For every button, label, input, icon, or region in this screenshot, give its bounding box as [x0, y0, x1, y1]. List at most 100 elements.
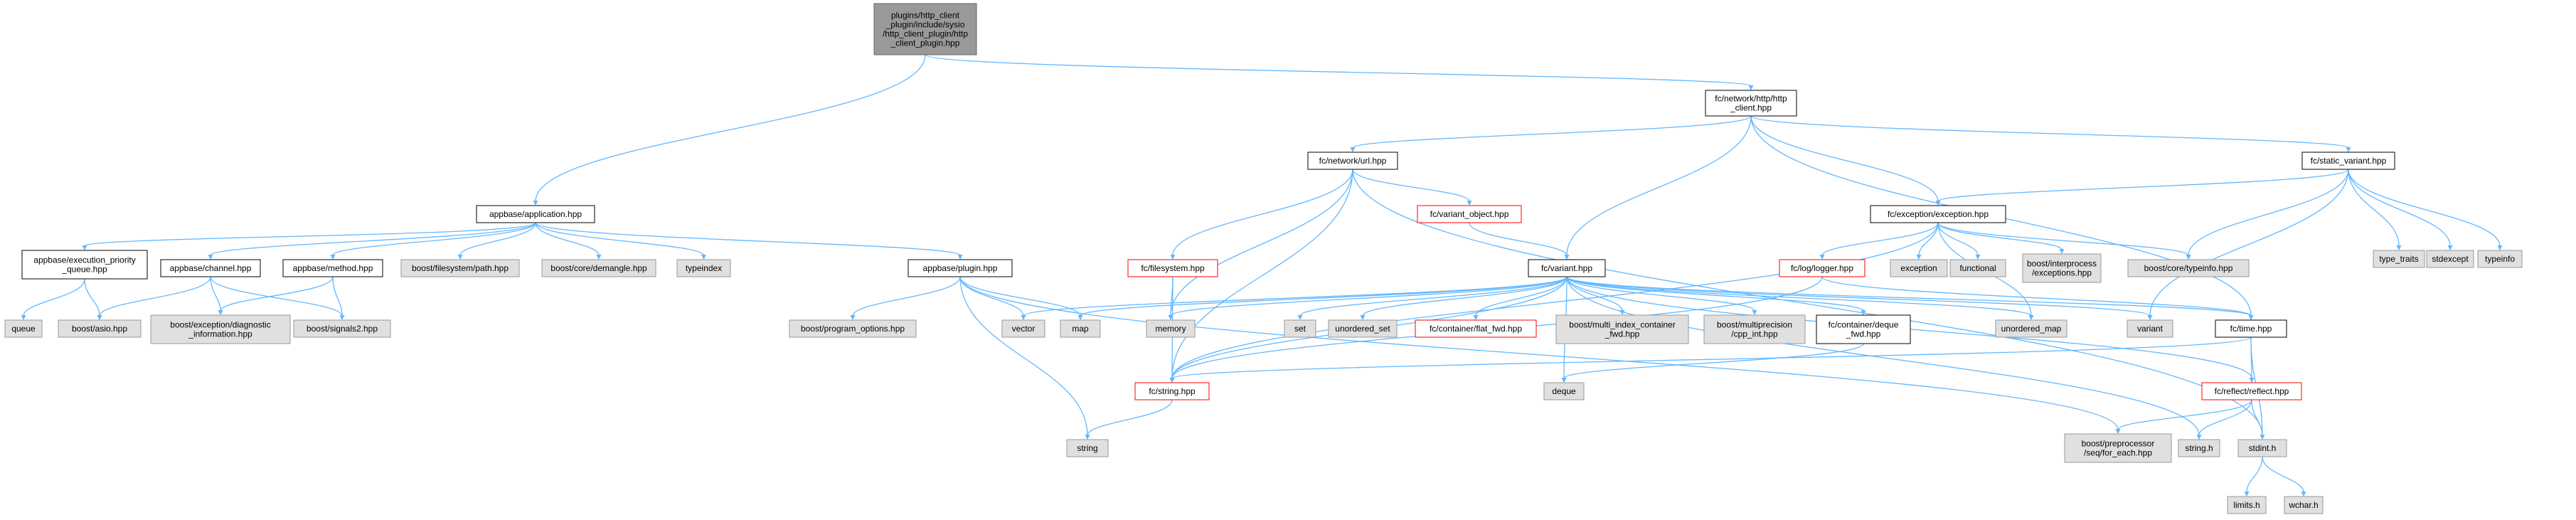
node-label: stdexcept — [2432, 254, 2469, 264]
node-exception[interactable]: fc/exception/exception.hpp — [1870, 205, 2006, 223]
arrowhead-cpp_int — [1752, 310, 1757, 315]
node-box — [1066, 439, 1109, 457]
node-for_each: boost/preprocessor/seq/for_each.hpp — [2064, 433, 2172, 463]
edge-fc_variant-to-flat_fwd — [1475, 276, 1568, 317]
node-deque_fwd[interactable]: fc/container/deque_fwd.hpp — [1816, 314, 1911, 344]
node-label: functional — [1959, 263, 1996, 273]
node-label: vector — [1012, 324, 1036, 334]
arrowhead-variant — [2147, 315, 2153, 320]
node-box — [2127, 319, 2173, 338]
node-method[interactable]: appbase/method.hpp — [282, 259, 383, 277]
node-box — [2477, 250, 2523, 268]
node-label: fc/variant_object.hpp — [1430, 209, 1509, 219]
edge-exception-to-fc_string — [1171, 222, 1939, 379]
arrowhead-plugin — [957, 255, 963, 260]
arrowhead-fc_filesystem — [1170, 255, 1176, 260]
node-queue: queue — [4, 319, 43, 338]
node-box — [160, 259, 261, 277]
node-box — [541, 259, 656, 277]
edge-plugin-to-program_options — [852, 276, 961, 317]
node-application[interactable]: appbase/application.hpp — [476, 205, 595, 223]
arrowhead-method — [330, 255, 336, 260]
node-label: queue — [11, 324, 36, 334]
edge-root-to-http_client — [925, 54, 1752, 87]
edge-fc_variant-to-memory — [1170, 276, 1568, 317]
node-label: map — [1072, 324, 1089, 334]
node-box — [1001, 319, 1045, 338]
node-label: /exceptions.hpp — [2032, 268, 2092, 278]
node-label: fc/reflect/reflect.hpp — [2215, 386, 2289, 396]
node-label: fc/log/logger.hpp — [1791, 263, 1853, 273]
arrowhead-string — [1085, 435, 1090, 440]
node-label: exception — [1900, 263, 1937, 273]
node-url[interactable]: fc/network/url.hpp — [1307, 152, 1398, 170]
arrowhead-wchar — [2301, 492, 2306, 497]
node-flat_fwd[interactable]: fc/container/flat_fwd.hpp — [1415, 319, 1537, 338]
node-label: boost/core/typeinfo.hpp — [2144, 263, 2233, 273]
node-variant_object[interactable]: fc/variant_object.hpp — [1417, 205, 1522, 223]
node-functional: functional — [1949, 259, 2006, 277]
node-plugin[interactable]: appbase/plugin.hpp — [908, 259, 1013, 277]
edge-root-to-application — [535, 54, 926, 202]
arrowhead-filesystem_path — [457, 255, 463, 260]
edge-exception-to-functional — [1937, 222, 1979, 256]
node-box — [1703, 314, 1806, 344]
node-label: unordered_set — [1335, 324, 1390, 334]
edge-channel-to-asio — [99, 276, 211, 317]
node-label: boost/signals2.hpp — [307, 324, 378, 334]
node-box — [2301, 152, 2395, 170]
node-reflect[interactable]: fc/reflect/reflect.hpp — [2201, 382, 2302, 400]
arrowhead-limits — [2244, 492, 2250, 497]
node-label: typeindex — [686, 263, 722, 273]
node-fc_time[interactable]: fc/time.hpp — [2215, 319, 2287, 338]
node-type_traits: type_traits — [2373, 250, 2425, 268]
node-logger[interactable]: fc/log/logger.hpp — [1779, 259, 1866, 277]
edge-stdint-to-wchar — [2262, 456, 2304, 493]
edge-static_variant-to-typeinfo — [2348, 169, 2501, 247]
edge-http_client-to-static_variant — [1750, 115, 2349, 149]
node-core_typeinfo: boost/core/typeinfo.hpp — [2127, 259, 2250, 277]
node-box — [1307, 152, 1398, 170]
edge-application-to-plugin — [535, 222, 961, 256]
node-fc_variant[interactable]: fc/variant.hpp — [1528, 259, 1606, 277]
node-label: _queue.hpp — [61, 265, 107, 275]
edge-http_client-to-url — [1352, 115, 1752, 149]
arrowhead-set — [1297, 315, 1303, 320]
edge-static_variant-to-exception — [1937, 169, 2349, 202]
arrowhead-memory — [1168, 315, 1173, 320]
node-fc_string[interactable]: fc/string.hpp — [1134, 382, 1210, 400]
node-label: fc/exception/exception.hpp — [1888, 209, 1989, 219]
edge-method-to-diagnostic_information — [220, 276, 334, 312]
node-box — [1134, 382, 1210, 400]
node-string: string — [1066, 439, 1109, 457]
node-box — [1816, 314, 1911, 344]
node-memory: memory — [1146, 319, 1196, 338]
node-label: fc/network/url.hpp — [1319, 156, 1387, 166]
node-http_client[interactable]: fc/network/http/http_client.hpp — [1705, 90, 1797, 117]
arrowhead-execution_priority_queue — [82, 245, 87, 250]
node-box — [1779, 259, 1866, 277]
node-label: _fwd.hpp — [1846, 329, 1881, 339]
arrowhead-deque_fwd — [1861, 310, 1866, 315]
edge-method-to-signals2 — [332, 276, 343, 317]
node-root[interactable]: plugins/http_client_plugin/include/sysio… — [873, 3, 977, 55]
node-fc_filesystem[interactable]: fc/filesystem.hpp — [1127, 259, 1218, 277]
node-interprocess_exceptions: boost/interprocess/exceptions.hpp — [2022, 253, 2102, 283]
node-box — [2215, 319, 2287, 338]
node-label: set — [1294, 324, 1306, 334]
edge-fc_variant-to-map — [1080, 276, 1568, 317]
edge-url-to-fc_string — [1171, 169, 1353, 379]
node-unordered_set: unordered_set — [1328, 319, 1398, 338]
node-static_variant[interactable]: fc/static_variant.hpp — [2301, 152, 2395, 170]
node-execution_priority_queue[interactable]: appbase/execution_priority_queue.hpp — [21, 250, 148, 280]
node-label: _plugin/include/sysio — [885, 20, 965, 30]
arrowhead-vector — [1021, 315, 1026, 320]
edge-fc_time-to-fc_string — [1171, 336, 2252, 379]
node-box — [1705, 90, 1797, 117]
edge-exception-to-logger — [1821, 222, 1939, 256]
node-channel[interactable]: appbase/channel.hpp — [160, 259, 261, 277]
edge-application-to-channel — [210, 222, 536, 256]
edge-fc_time-to-reflect — [2250, 336, 2252, 379]
node-label: fc/time.hpp — [2230, 324, 2272, 334]
node-label: string.h — [2185, 443, 2213, 453]
